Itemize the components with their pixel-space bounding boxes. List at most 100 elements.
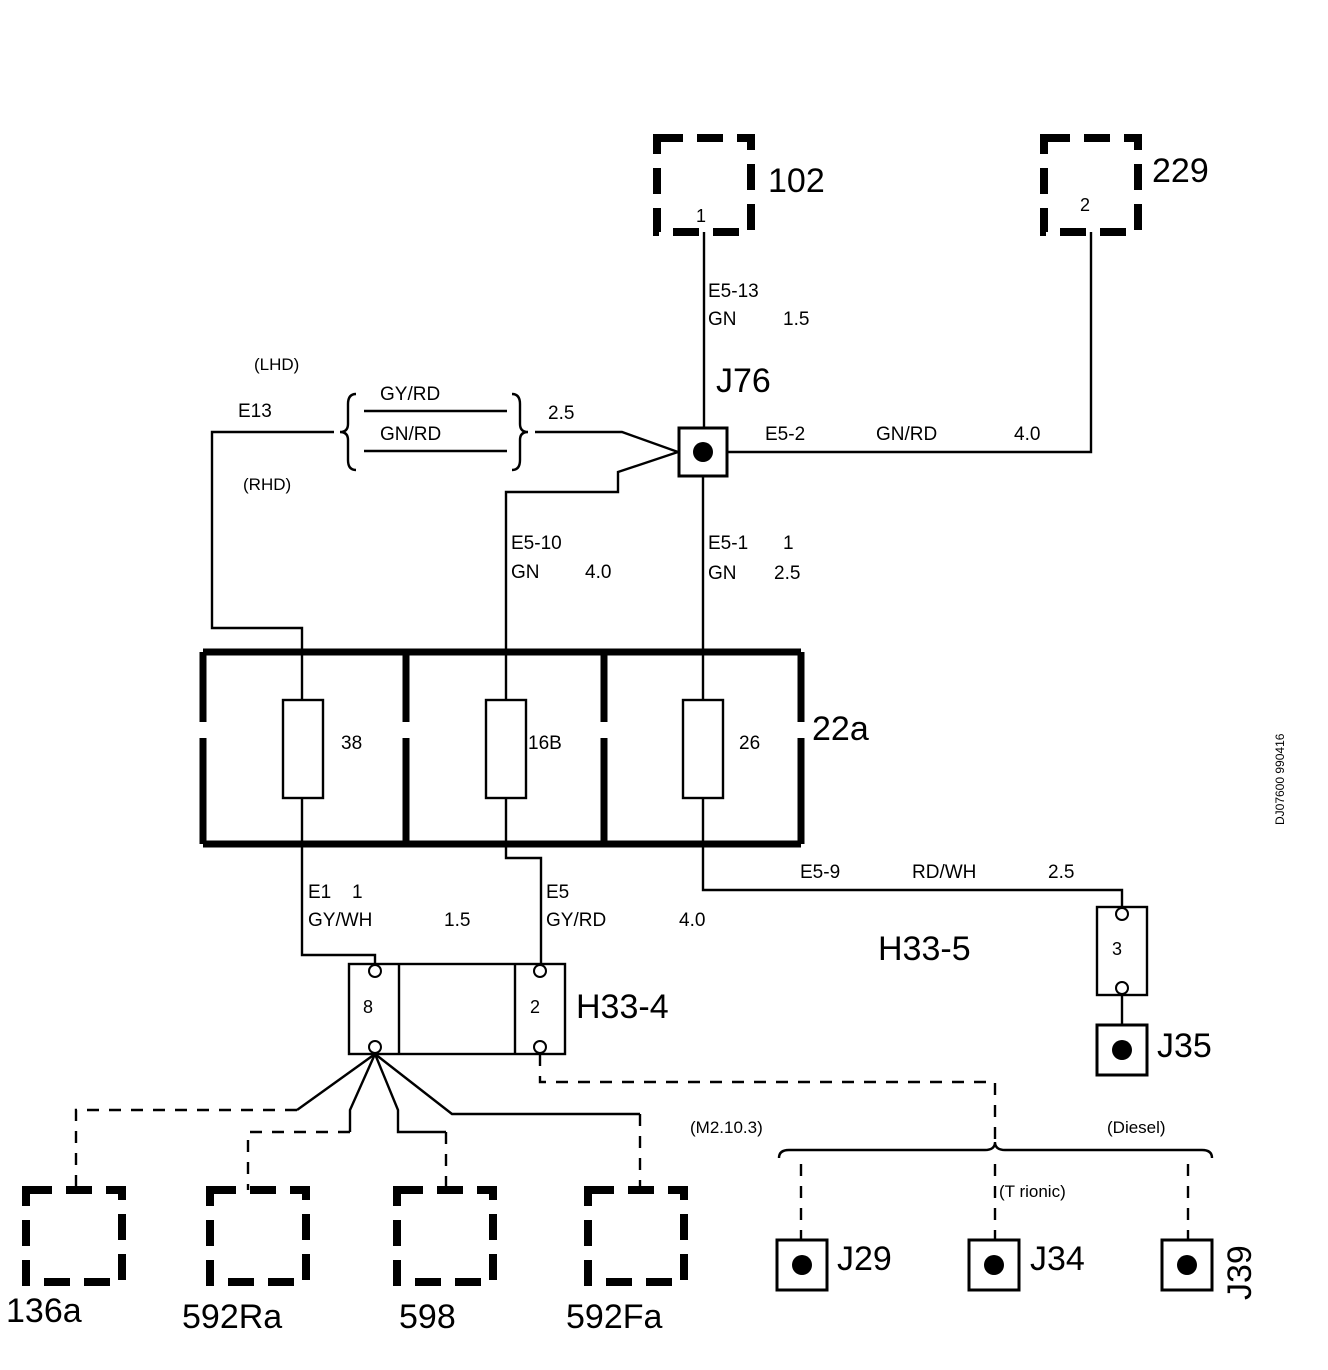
connector-h33-5-pin: 3 xyxy=(1112,939,1122,959)
wire-e5-2 xyxy=(727,232,1093,454)
ground-j34: J34 xyxy=(967,1238,1085,1292)
connector-h33-5-label: H33-5 xyxy=(878,930,971,968)
wire-e13 xyxy=(210,430,334,700)
brace-right xyxy=(511,392,529,472)
wire-e5-1-size: 2.5 xyxy=(774,563,800,584)
connector-h33-5: 3 H33-5 xyxy=(878,905,1149,997)
connector-h33-4: 8 2 H33-4 xyxy=(347,962,669,1056)
component-229-pin: 2 xyxy=(1080,195,1090,215)
connector-h33-4-pin-2: 2 xyxy=(530,997,540,1017)
wire-e5-2-size: 4.0 xyxy=(1014,424,1040,445)
wire-e13-to-j76 xyxy=(535,430,679,454)
component-592ra-label: 592Ra xyxy=(182,1298,282,1336)
wire-e1-size: 1.5 xyxy=(444,910,470,931)
component-102-label: 102 xyxy=(768,162,825,200)
pin-3-bottom-icon xyxy=(1115,981,1129,995)
wire-e13-lhd: (LHD) xyxy=(254,355,299,374)
component-598: 598 xyxy=(393,1186,497,1336)
wire-e5-10-color: GN xyxy=(511,562,540,583)
pin-3-top-icon xyxy=(1115,907,1129,921)
fuse-box-22a-label: 22a xyxy=(812,710,869,748)
fuse-38-label: 38 xyxy=(341,733,362,754)
component-592ra: 592Ra xyxy=(182,1186,310,1336)
ground-j29: J29 xyxy=(775,1238,892,1292)
dash-592ra xyxy=(246,1130,350,1190)
wire-e5-10-id: E5-10 xyxy=(511,533,562,554)
wire-e5-10 xyxy=(504,450,679,700)
wire-e1-color: GY/WH xyxy=(308,910,372,931)
connector-h33-4-pin-8: 8 xyxy=(363,997,373,1017)
wire-e1-id: E1 xyxy=(308,882,331,903)
component-229: 2 229 xyxy=(1040,134,1209,236)
wire-e13-size: 2.5 xyxy=(548,403,574,424)
component-102: 1 102 xyxy=(653,134,825,236)
variant-diesel-label: (Diesel) xyxy=(1107,1118,1166,1137)
wire-e5-id: E5 xyxy=(546,882,569,903)
component-136a: 136a xyxy=(6,1186,126,1330)
wire-e1 xyxy=(300,798,377,964)
fuse-16b-label: 16B xyxy=(528,733,562,754)
pin-8-bottom-icon xyxy=(368,1040,382,1054)
dash-variant-trunk xyxy=(538,1054,997,1140)
fanout-592ra xyxy=(348,1053,377,1132)
ground-dot-icon xyxy=(984,1255,1004,1275)
wire-e5-size: 4.0 xyxy=(679,910,705,931)
fuse-38-icon xyxy=(281,698,325,800)
wire-e5-13-id: E5-13 xyxy=(708,281,759,302)
wire-e13-color-2: GN/RD xyxy=(380,424,441,445)
wire-e5-9-id: E5-9 xyxy=(800,862,840,883)
wire-e5-13-size: 1.5 xyxy=(783,309,809,330)
fanout-598 xyxy=(373,1053,446,1134)
fuse-26-label: 26 xyxy=(739,733,760,754)
wire-e5-10-size: 4.0 xyxy=(585,562,611,583)
ground-j35: J35 xyxy=(1095,1023,1212,1077)
wire-e13-rhd: (RHD) xyxy=(243,475,291,494)
splice-j76: J76 xyxy=(677,362,771,478)
ground-dot-icon xyxy=(1177,1255,1197,1275)
wire-e13-id: E13 xyxy=(238,401,272,422)
variant-m2-label: (M2.10.3) xyxy=(690,1118,763,1137)
pin-2-top-icon xyxy=(533,964,547,978)
wire-e5-9-color: RD/WH xyxy=(912,862,976,883)
component-229-label: 229 xyxy=(1152,152,1209,190)
fuse-26-icon xyxy=(681,698,725,800)
wire-e5 xyxy=(504,798,543,964)
component-592fa: 592Fa xyxy=(566,1186,688,1336)
wire-e13-group: (LHD) E13 (RHD) GY/RD GN/RD 2.5 xyxy=(210,355,679,700)
wire-e5-2-id: E5-2 xyxy=(765,424,805,445)
wire-e5-color: GY/RD xyxy=(546,910,606,931)
wire-e5-1-num: 1 xyxy=(783,533,794,554)
splice-dot-icon xyxy=(693,442,713,462)
ground-j39: J39 xyxy=(1160,1238,1259,1300)
dash-136a xyxy=(74,1108,297,1190)
variant-brace xyxy=(777,1141,1214,1159)
wire-e5-2-color: GN/RD xyxy=(876,424,937,445)
ground-dot-icon xyxy=(1112,1040,1132,1060)
component-102-pin: 1 xyxy=(696,206,706,226)
wire-e5-9 xyxy=(701,798,1124,907)
connector-h33-4-label: H33-4 xyxy=(576,988,669,1026)
ground-dot-icon xyxy=(792,1255,812,1275)
wire-e5-1-color: GN xyxy=(708,563,737,584)
pin-2-bottom-icon xyxy=(533,1040,547,1054)
ground-j39-label: J39 xyxy=(1221,1245,1259,1300)
wire-e5-13-color: GN xyxy=(708,309,737,330)
variant-trionic-label: (T rionic) xyxy=(999,1182,1066,1201)
fuse-box-22a: 38 16B 26 22a xyxy=(199,648,869,848)
wire-e13-color-1: GY/RD xyxy=(380,384,440,405)
brace-left xyxy=(339,392,357,472)
fanout-592fa xyxy=(374,1053,640,1116)
pin-8-top-icon xyxy=(368,964,382,978)
ground-j35-label: J35 xyxy=(1157,1027,1212,1065)
component-598-label: 598 xyxy=(399,1298,456,1336)
ground-j34-label: J34 xyxy=(1030,1240,1085,1278)
wire-e1-num: 1 xyxy=(352,882,363,903)
document-id: DJ07600 990416 xyxy=(1273,733,1287,825)
splice-j76-label: J76 xyxy=(716,362,771,400)
fanout-136a xyxy=(296,1053,376,1111)
wire-e5-9-size: 2.5 xyxy=(1048,862,1074,883)
ground-j29-label: J29 xyxy=(837,1240,892,1278)
component-136a-label: 136a xyxy=(6,1292,82,1330)
fuse-16b-icon xyxy=(484,698,528,800)
